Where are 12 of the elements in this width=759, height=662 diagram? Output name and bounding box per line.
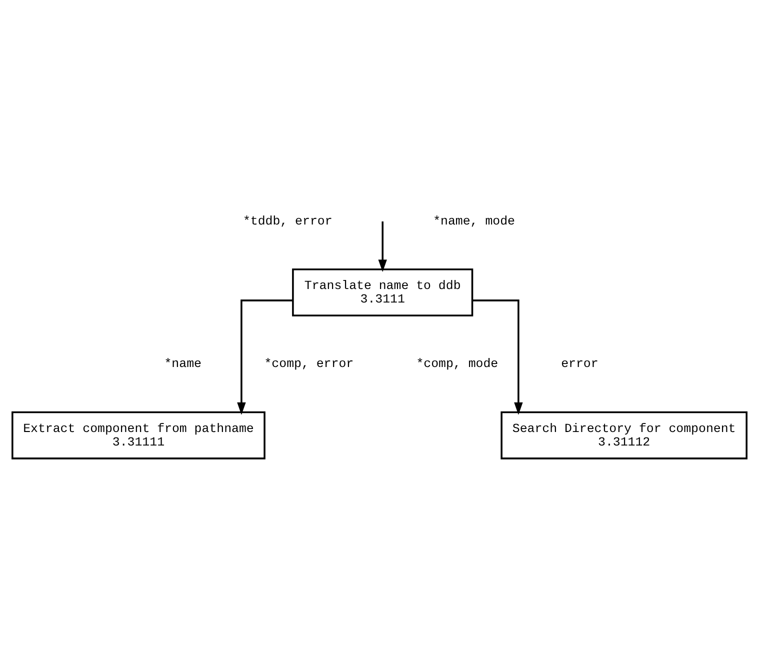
arrow bbox=[378, 220, 387, 272]
label: *name, mode bbox=[433, 214, 515, 228]
label: error bbox=[561, 356, 598, 371]
node-box: Extract component from pathname 3.31111 bbox=[12, 410, 266, 459]
node-box: Translate name to ddb 3.3111 bbox=[292, 268, 474, 316]
label: *comp, mode bbox=[416, 356, 498, 371]
arrow bbox=[472, 299, 523, 414]
label: *tddb, error bbox=[242, 214, 332, 228]
label: *name bbox=[164, 356, 202, 371]
arrow bbox=[237, 299, 293, 414]
node-box: Search Directory for component 3.31112 bbox=[500, 410, 748, 459]
label: *comp, error bbox=[264, 356, 354, 371]
